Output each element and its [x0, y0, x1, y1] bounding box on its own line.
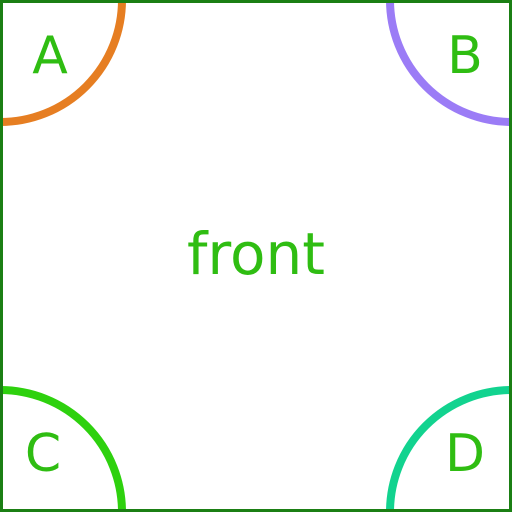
corner-label-d: D [445, 424, 485, 484]
corner-label-c: C [25, 424, 61, 484]
center-label: front [187, 220, 325, 288]
corner-arc-c [0, 386, 126, 512]
corner-arc-d [386, 386, 512, 512]
corner-arc-b [386, 0, 512, 126]
corner-arc-a [0, 0, 126, 126]
corner-label-b: B [447, 26, 483, 86]
corner-label-a: A [32, 26, 68, 86]
